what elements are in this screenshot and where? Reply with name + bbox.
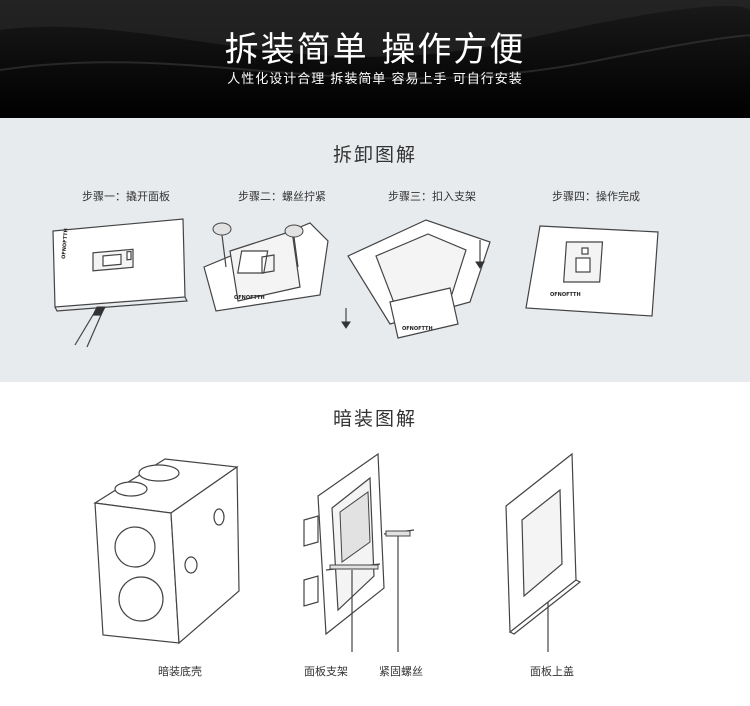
step-1-label: 步骤一：撬开面板 xyxy=(82,190,170,203)
step-2-label: 步骤二：螺丝拧紧 xyxy=(238,190,326,203)
step-4-brand: OFNOFTTH xyxy=(550,292,581,298)
hero-swoosh-decoration xyxy=(0,0,750,80)
step-2-brand: OFNOFTTH xyxy=(234,295,265,301)
hero-banner: 拆装简单 操作方便 人性化设计合理 拆装简单 容易上手 可自行安装 xyxy=(0,0,750,118)
bracket-illustration xyxy=(303,452,415,652)
disassembly-title: 拆卸图解 xyxy=(332,144,417,166)
step-2-illustration: OFNOFTTH xyxy=(203,222,329,312)
step-1-illustration: OFNOFTTH xyxy=(52,218,188,348)
concealed-box-illustration xyxy=(93,458,240,645)
installation-title: 暗装图解 xyxy=(332,408,417,430)
step-3-illustration: OFNOFTTH xyxy=(341,219,491,339)
screw-label: 紧固螺丝 xyxy=(379,665,423,678)
step-3-label: 步骤三：扣入支架 xyxy=(388,190,476,203)
step-4-label: 步骤四：操作完成 xyxy=(552,190,640,203)
cover-illustration xyxy=(505,452,582,652)
hero-subtitle: 人性化设计合理 拆装简单 容易上手 可自行安装 xyxy=(227,72,523,87)
cover-label: 面板上盖 xyxy=(530,665,574,678)
hero-title: 拆装简单 操作方便 xyxy=(224,30,526,70)
bracket-label: 面板支架 xyxy=(304,665,348,678)
concealed-box-label: 暗装底壳 xyxy=(158,665,202,678)
step-4-illustration: OFNOFTTH xyxy=(525,225,659,317)
step-3-brand: OFNOFTTH xyxy=(402,326,433,332)
step-1-brand: OFNOFTTH xyxy=(61,228,70,259)
